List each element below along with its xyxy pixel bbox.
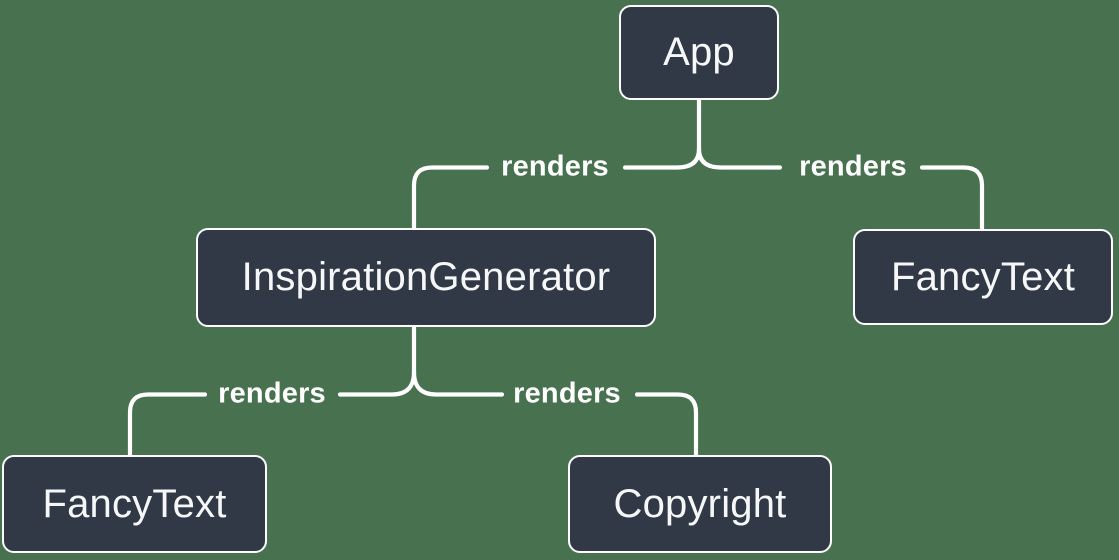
node-copyright: Copyright — [568, 455, 832, 553]
node-inspiration-generator: InspirationGenerator — [196, 228, 656, 327]
edge-drop-fancy-text-left — [127, 392, 208, 458]
node-fancy-text-left: FancyText — [2, 455, 267, 553]
node-fancy-text-right-label: FancyText — [890, 254, 1076, 299]
edge-drop-fancy-text-right — [919, 165, 985, 232]
edge-inspiration-funnel-left — [337, 369, 417, 397]
edge-drop-inspiration-generator — [411, 165, 490, 231]
node-fancy-text-left-label: FancyText — [42, 481, 227, 526]
edge-app-funnel-right — [696, 146, 783, 170]
node-fancy-text-right: FancyText — [853, 229, 1113, 325]
edge-app-funnel-left — [622, 146, 702, 170]
node-app: App — [619, 5, 779, 100]
edge-label-inspiration-fancy-text: renders — [218, 377, 326, 410]
edge-label-app-inspiration-generator: renders — [501, 150, 609, 183]
edge-inspiration-funnel-right — [411, 369, 505, 397]
edge-label-app-fancy-text: renders — [799, 150, 907, 183]
node-inspiration-generator-label: InspirationGenerator — [241, 255, 611, 299]
edge-drop-copyright — [634, 392, 699, 458]
edge-label-inspiration-copyright: renders — [513, 377, 621, 410]
node-copyright-label: Copyright — [613, 481, 787, 526]
node-app-label: App — [663, 30, 735, 74]
